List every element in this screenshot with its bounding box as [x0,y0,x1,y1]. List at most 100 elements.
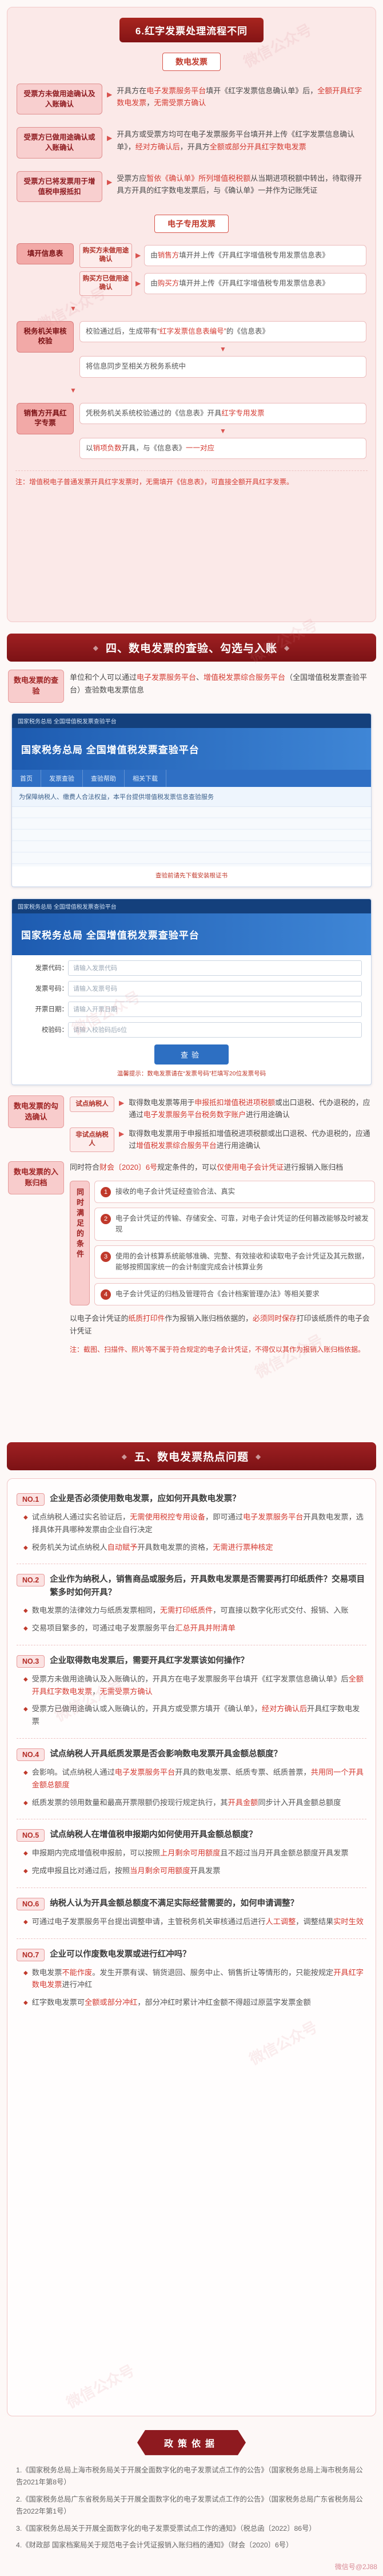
selection-confirm-row: 数电发票的勾选确认 试点纳税人 ▶ 取得数电发票等用于申报抵扣增值税进项税额或出… [8,1095,375,1152]
platform-content-placeholder [12,806,371,866]
answer-text: 纸质发票的领用数量和最高开票限额仍按现行规定执行，其开具金额同步计入开具金额总额… [31,1798,341,1807]
question-text: 企业是否必须使用数电发票，应如何开具数电发票？ [50,1494,241,1503]
number-badge: 3 [101,1252,111,1263]
nav-item-check: 发票查验 [41,769,83,787]
policy-basis-section: 政策依据 1.《国家税务总局上海市税务局关于开展全面数字化的电子发票试点工作的公… [0,2422,383,2557]
archive-label: 数电发票的入账归档 [8,1161,64,1194]
question-number-badge: NO.6 [17,1897,45,1910]
answer: ◆交易项目繁多的，可通过电子发票服务平台汇总开具并附清单 [23,1622,365,1635]
conditions-block: 同时满足的条件 1 接收的电子会计凭证经查验合法、真实 2 电子会计凭证的传输、… [70,1181,375,1306]
arrow-down-icon: ▼ [220,345,226,354]
answer-text: 申报期内完成增值税申报前，可以按照上月剩余可用额度且不超过当月开具金额总额度开具… [31,1849,349,1858]
question-number-badge: NO.5 [17,1829,45,1842]
nav-item-download: 相关下载 [125,769,166,787]
arrow-down-icon: ▼ [70,304,77,312]
question-number-badge: NO.3 [17,1655,45,1668]
case-description: 开具方或受票方均可在电子发票服务平台填开并上传《红字发票信息确认单》，经对方确认… [117,130,355,151]
answer: ◆完成申报且比对通过后，按照当月剩余可用额度开具发票 [23,1865,365,1877]
flow-step-issue-red-invoice: 销售方开具红字专票 凭税务机关系统校验通过的《信息表》开具红字专用发票 ▼ 以销… [17,402,366,460]
form-row-invoice-number: 发票号码： 请输入发票号码 [21,980,362,996]
question-item-5: NO.5 试点纳税人在增值税申报期内如何使用开具金额总额度？ ◆申报期内完成增值… [17,1819,366,1888]
policy-item-3: 3.《国家税务总局关于开展全面数字化的电子发票受票试点工作的通知》（税总函〔20… [16,2524,316,2533]
account-watermark: 微信号@2J88 [334,2563,377,2571]
policy-list: 1.《国家税务总局上海市税务局关于开展全面数字化的电子发票试点工作的公告》（国家… [16,2464,367,2552]
archive-row: 数电发票的入账归档 同时符合财会〔2020〕6号规定条件的，可以仅使用电子会计凭… [8,1161,375,1355]
case-row-2: 受票方已做用途确认或入账确认 ▶ 开具方或受票方均可在电子发票服务平台填开并上传… [17,127,366,159]
question-item-4: NO.4 试点纳税人开具纸质发票是否会影响数电发票开具金额总额度？ ◆会影响。试… [17,1738,366,1819]
answer: ◆申报期内完成增值税申报前，可以按照上月剩余可用额度且不超过当月开具金额总额度开… [23,1847,365,1859]
arrow-right-icon: ▶ [135,251,141,260]
arrow-down-icon: ▼ [70,386,77,394]
taxpayer-rule: 取得数电发票用于申报抵扣增值税进项税额或出口退税、代办退税的，应通过增值税发票综… [129,1129,370,1150]
question-text: 企业取得数电发票后，需要开具红字发票该如何操作？ [50,1656,249,1665]
archive-intro: 同时符合财会〔2020〕6号规定条件的，可以仅使用电子会计凭证进行报销入账归档 [70,1162,344,1172]
question-item-2: NO.2 企业作为纳税人，销售商品或服务后，开具数电发票是否需要再打印纸质件？交… [17,1564,366,1645]
question-item-6: NO.6 纳税人认为开具金额总额度不满足实际经营需要的，如何申请调整？ ◆可通过… [17,1887,366,1938]
answer: ◆受票方未做用途确认及入账确认的，开具方在电子发票服务平台填开《红字发票信息确认… [23,1673,365,1698]
section-red-invoice-process: 6.红字发票处理流程不同 数电发票 受票方未做用途确认及入账确认 ▶ 开具方在电… [7,7,376,622]
branch-description: 由购买方填开并上传《开具红字增值税专用发票信息表》 [144,272,366,294]
step-box: 销售方开具红字专票 [17,402,74,434]
question-text: 试点纳税人在增值税申报期内如何使用开具金额总额度？ [50,1830,257,1840]
electronic-special-invoice-tag: 电子专用发票 [154,214,229,233]
browser-address-bar: 国家税务总局 全国增值税发票查验平台 [12,713,371,728]
check-description: 单位和个人可以通过电子发票服务平台、增值税发票综合服务平台（全国增值税发票查验平… [70,673,368,695]
diamond-bullet-icon: ◆ [23,1608,28,1615]
step-box: 填开信息表 [17,243,74,265]
case-row-1: 受票方未做用途确认及入账确认 ▶ 开具方在电子发票服务平台填开《红字发票信息确认… [17,84,366,115]
check-platform-screenshot-2: 国家税务总局 全国增值税发票查验平台 国家税务总局 全国增值税发票查验平台 发票… [11,898,372,1085]
answer-text: 红字数电发票可全额或部分冲红，部分冲红时累计冲红金额不得超过原蓝字发票金额 [31,1998,311,2007]
step-description: 校验通过后，生成带有“红字发票信息表编号”的《信息表》 [79,320,366,343]
answer-text: 数电发票的法律效力与纸质发票相同，无需打印纸质件，可直接以数字化形式交付、报销、… [31,1606,349,1615]
conditions-label: 同时满足的条件 [70,1181,90,1306]
branch-description: 由销售方填开并上传《开具红字增值税专用发票信息表》 [144,244,366,266]
answer: ◆税务机关为试点纳税人自动赋予开具数电发票的资格，无需进行票种核定 [23,1541,365,1554]
diamond-bullet-icon: ◆ [23,1769,28,1776]
answer: ◆可通过电子发票服务平台提出调整申请，主管税务机关审核通过后进行人工调整，调整结… [23,1916,365,1928]
arrow-right-icon: ▶ [107,134,113,143]
case-description: 开具方在电子发票服务平台填开《红字发票信息确认单》后，全额开具红字数电发票，无需… [117,86,362,108]
check-code-input: 请输入校验码后6位 [68,1022,362,1038]
condition-box: 受票方已做用途确认或入账确认 [17,127,102,159]
platform-notice: 为保障纳税人、缴费人合法权益，本平台提供增值税发票信息查验服务 [12,786,371,807]
section6-note: 注：增值税电子普通发票开具红字发票时，无需填开《信息表》，可直接全额开具红字发票… [15,470,368,488]
answer-text: 完成申报且比对通过后，按照当月剩余可用额度开具发票 [31,1866,221,1875]
number-badge: 2 [101,1214,111,1225]
platform-banner-title: 国家税务总局 全国增值税发票查验平台 [12,913,371,955]
question-number-badge: NO.7 [17,1948,45,1961]
form-row-invoice-date: 开票日期： 请输入开票日期 [21,1001,362,1017]
step-box: 税务机关审核校验 [17,320,74,353]
section5-title: 五、数电发票热点问题 [134,1451,249,1463]
invoice-check-row: 数电发票的查验 单位和个人可以通过电子发票服务平台、增值税发票综合服务平台（全国… [8,670,375,703]
question-number-badge: NO.2 [17,1574,45,1587]
answer-text: 可通过电子发票服务平台提出调整申请，主管税务机关审核通过后进行人工调整，调整结果… [31,1917,364,1926]
case-description: 受票方应暂依《确认单》所列增值税税额从当期进项税额中转出，待取得开具方开具的红字… [117,173,362,195]
question-text: 纳税人认为开具金额总额度不满足实际经营需要的，如何申请调整？ [50,1898,299,1908]
condition-box: 受票方已将发票用于增值税申报抵扣 [17,171,102,202]
section5-banner: ◆ 五、数电发票热点问题 ◆ [7,1442,376,1470]
section4-title: 四、数电发票的查验、勾选与入账 [105,643,277,655]
taxpayer-tag: 试点纳税人 [70,1096,114,1113]
check-platform-screenshot-1: 国家税务总局 全国增值税发票查验平台 国家税务总局 全国增值税发票查验平台 首页… [11,713,372,887]
question-item-3: NO.3 企业取得数电发票后，需要开具红字发票该如何操作？ ◆受票方未做用途确认… [17,1644,366,1738]
condition-text: 使用的会计核算系统能够准确、完整、有效接收和读取电子会计凭证及其元数据，能够按照… [115,1252,369,1272]
answer-text: 受票方未做用途确认及入账确认的，开具方在电子发票服务平台填开《红字发票信息确认单… [31,1674,364,1696]
condition-item-1: 1 接收的电子会计凭证经查验合法、真实 [94,1181,375,1204]
condition-item-3: 3 使用的会计核算系统能够准确、完整、有效接收和读取电子会计凭证及其元数据，能够… [94,1245,375,1279]
answer: ◆纸质发票的领用数量和最高开票限额仍按现行规定执行，其开具金额同步计入开具金额总… [23,1797,365,1809]
question-text: 企业可以作废数电发票或进行红冲吗？ [50,1949,191,1959]
diamond-bullet-icon: ◆ [23,1625,28,1632]
section4-body: 数电发票的查验 单位和个人可以通过电子发票服务平台、增值税发票综合服务平台（全国… [8,670,375,1431]
section5-wrap: NO.1 企业是否必须使用数电发票，应如何开具数电发票？ ◆试点纳税人通过实名验… [0,1478,383,2416]
condition-text: 电子会计凭证的传输、存储安全、可靠，对电子会计凭证的任何篡改能够及时被发现 [115,1214,369,1234]
flow-step-tax-review: 税务机关审核校验 校验通过后，生成带有“红字发票信息表编号”的《信息表》 ▼ 将… [17,320,366,378]
arrow-right-icon: ▶ [107,90,113,98]
answer: ◆数电发票的法律效力与纸质发票相同，无需打印纸质件，可直接以数字化形式交付、报销… [23,1604,365,1617]
invoice-code-input: 请输入发票代码 [68,960,362,976]
case-row-3: 受票方已将发票用于增值税申报抵扣 ▶ 受票方应暂依《确认单》所列增值税税额从当期… [17,171,366,202]
check-label: 数电发票的查验 [8,670,64,703]
section6-title: 6.红字发票处理流程不同 [119,18,264,42]
diamond-bullet-icon: ◆ [23,1544,28,1551]
check-button: 查验 [154,1044,229,1065]
taxpayer-rule: 取得数电发票等用于申报抵扣增值税进项税额或出口退税、代办退税的，应通过电子发票服… [129,1098,370,1119]
